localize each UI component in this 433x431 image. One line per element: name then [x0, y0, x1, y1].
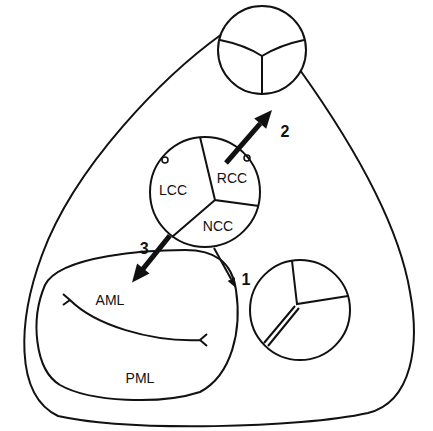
flow-arrow [132, 236, 170, 283]
mitral-valve: AML PML [36, 244, 248, 404]
arrow-head [254, 110, 272, 129]
callout-number: 2 [281, 124, 290, 140]
aortic-ring [150, 137, 260, 247]
leaflet-label: AML [96, 293, 125, 307]
arrow-shaft [214, 248, 231, 279]
pulmonary-valve [218, 6, 306, 94]
cusp-label: NCC [203, 219, 233, 233]
pulmonary-cusp-lines [220, 40, 304, 94]
coaptation-line [63, 294, 207, 346]
aortic-valve: LCC RCC NCC [149, 136, 261, 248]
cusp-label: RCC [217, 171, 247, 185]
tricuspid-leaflet-lines [264, 261, 348, 346]
tricuspid-valve [250, 260, 350, 360]
coronary-ostium [244, 155, 250, 161]
heart-outline [24, 34, 414, 426]
cusp-label: LCC [159, 183, 187, 197]
callout-number: 3 [140, 241, 149, 257]
mitral-annulus [37, 250, 238, 400]
coronary-ostium [162, 157, 168, 163]
arrow-head [132, 263, 150, 282]
callout-number: 1 [242, 272, 251, 288]
leaflet-label: PML [126, 371, 155, 385]
